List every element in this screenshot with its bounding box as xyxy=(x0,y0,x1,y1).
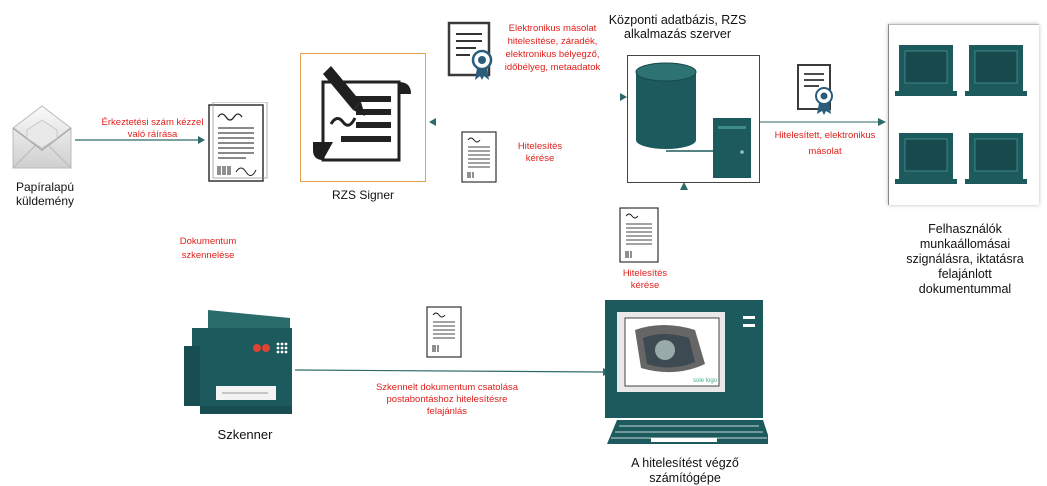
database-server-icon xyxy=(635,62,751,178)
auth-pc-label: A hitelesítést végző számítógépe xyxy=(631,456,739,485)
central-db-label: Központi adatbázis, RZS alkalmazás szerv… xyxy=(608,13,747,41)
signer-icon xyxy=(313,66,411,162)
users-box xyxy=(888,24,1039,205)
registration-label: Érkeztetési szám kézzel való ráírása xyxy=(101,117,204,140)
central-db-box xyxy=(627,55,760,183)
signer-label: RZS Signer xyxy=(331,188,395,202)
computer-icon: sole logo xyxy=(603,298,771,453)
users-label: Felhasználók munkaállomásai szignálásra,… xyxy=(906,222,1024,296)
certified-badge-icon xyxy=(795,62,839,121)
auth-request-label-1: Hitelesítés kérése xyxy=(517,141,563,164)
document-icon xyxy=(206,101,268,189)
scanned-document-icon xyxy=(425,305,465,366)
workstations-icon xyxy=(895,45,1027,184)
attach-label: Szkennelt dokumentum csatolása postabont… xyxy=(375,382,519,417)
scanning-label: Dokumentum szkennelése xyxy=(179,236,237,261)
e-copy-label: Elektronikus másolat hitelesítése, zárad… xyxy=(504,23,601,73)
scanner-icon xyxy=(180,298,300,433)
signer-box xyxy=(300,53,426,182)
svg-text:sole logo: sole logo xyxy=(693,378,718,384)
certificate-icon xyxy=(446,20,498,87)
paper-mail-label: Papíralapú küldemény xyxy=(15,180,75,208)
scanner-label: Szkenner xyxy=(217,427,273,442)
document-icon-lower xyxy=(618,206,662,271)
certified-label: Hitelesített, elektronikus másolat xyxy=(774,130,876,157)
envelope-icon xyxy=(5,100,80,175)
document-icon-small xyxy=(460,130,500,190)
auth-request-label-2: Hitelesítés kérése xyxy=(622,268,668,291)
